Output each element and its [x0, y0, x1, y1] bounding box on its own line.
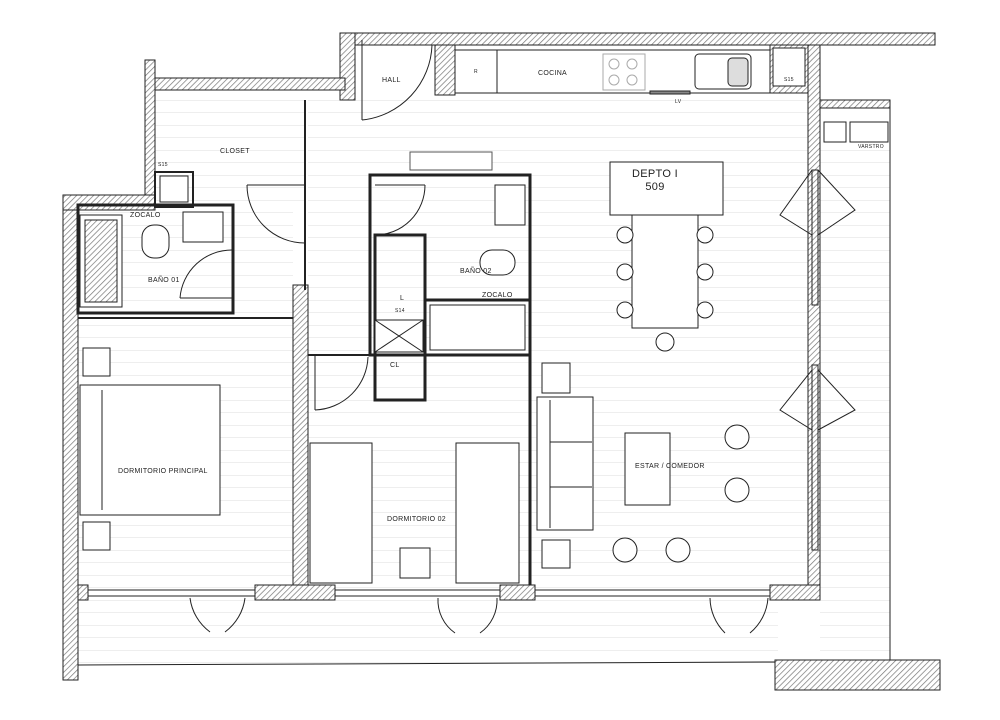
- balcony-edge: [77, 661, 776, 666]
- bench: [409, 151, 493, 171]
- shaft-label-s15-kitchen: S15: [784, 77, 794, 83]
- windows: [87, 169, 819, 597]
- dishwasher-label: LV: [675, 99, 682, 105]
- unit-number: 509: [645, 181, 665, 193]
- bath2-zocalo-label: ZOCALO: [482, 292, 513, 299]
- room-label-bath1: BAÑO 01: [148, 277, 180, 284]
- room-label-closet: CLOSET: [220, 148, 250, 155]
- terrace-label: VARSTRO: [858, 144, 884, 150]
- kitchen-counter: [454, 49, 771, 95]
- room-label-hall: HALL: [382, 77, 401, 84]
- shaft-label-s15-bath: S15: [158, 162, 168, 168]
- dining-table: [609, 161, 724, 352]
- bath1-zocalo-label: ZOCALO: [130, 212, 161, 219]
- living-furniture: [536, 362, 750, 569]
- room-label-closet2: CL: [390, 362, 400, 369]
- doors: [179, 40, 856, 634]
- room-label-bedroom2: DORMITORIO 02: [387, 516, 447, 523]
- room-label-master-bedroom: DORMITORIO PRINCIPAL: [118, 468, 208, 475]
- bath-fixtures: [79, 47, 889, 353]
- room-label-living-dining: ESTAR / COMEDOR: [635, 463, 705, 470]
- unit-tag: DEPTO I 509: [625, 168, 685, 194]
- room-label-kitchen: COCINA: [538, 70, 568, 77]
- room-label-bath2: BAÑO 02: [460, 268, 492, 275]
- room-label-laundry: L: [400, 295, 405, 302]
- shaft-label-s14: S14: [395, 308, 405, 314]
- unit-name: DEPTO I: [632, 168, 678, 180]
- partitions: [76, 100, 532, 585]
- fridge-label: R: [474, 69, 478, 75]
- beds: [79, 347, 520, 584]
- floor-finish: [78, 90, 890, 670]
